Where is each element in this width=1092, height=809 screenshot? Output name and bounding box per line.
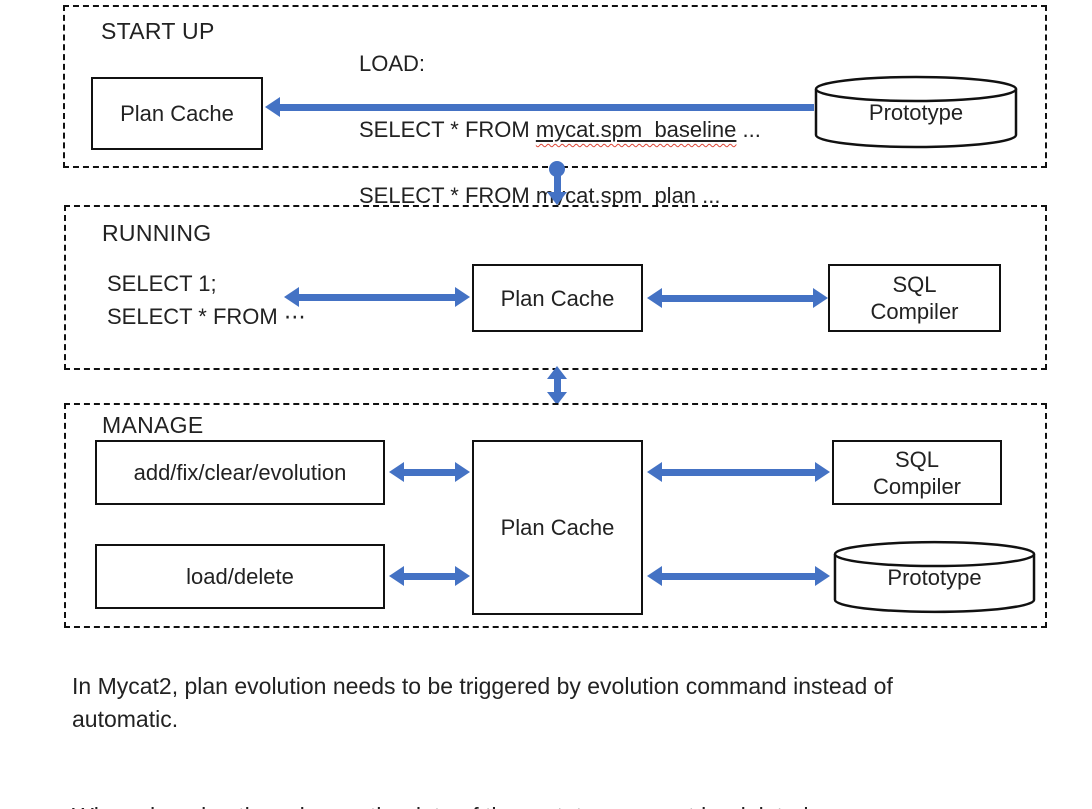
section-running: RUNNING SELECT 1; SELECT * FROM ⋯ Plan C… xyxy=(64,205,1047,370)
note-paragraph: In Mycat2, plan evolution needs to be tr… xyxy=(72,673,893,732)
plan-cache-box-startup: Plan Cache xyxy=(91,77,263,150)
connector-arrowhead-down xyxy=(547,192,567,205)
sql-compiler-box-running: SQL Compiler xyxy=(828,264,1001,332)
section-manage-title: MANAGE xyxy=(102,412,204,438)
prototype-cylinder-manage: Prototype xyxy=(832,539,1037,615)
arrow-prototype-to-plan-cache xyxy=(265,97,814,117)
cylinder-shape xyxy=(833,540,1036,614)
connector-dot xyxy=(549,161,565,177)
prototype-cylinder-startup: Prototype xyxy=(813,74,1019,150)
arrow-plan-cache-prototype-manage xyxy=(647,566,830,586)
note-paragraph: When changing the schema, the data of th… xyxy=(72,800,1062,809)
query-prefix: SELECT * FROM xyxy=(359,183,536,208)
arrow-plan-cache-sql-compiler-manage xyxy=(647,462,830,482)
connector-shaft-double xyxy=(554,377,561,394)
section-start-up-title: START UP xyxy=(101,18,215,44)
plan-cache-box-running: Plan Cache xyxy=(472,264,643,332)
connector-arrowhead-up xyxy=(547,366,567,379)
notes-block: In Mycat2, plan evolution needs to be tr… xyxy=(72,637,1062,809)
connector-shaft-down xyxy=(554,173,561,193)
section-running-title: RUNNING xyxy=(102,220,212,246)
load-query-block: LOAD: SELECT * FROM mycat.spm_baseline .… xyxy=(359,14,761,245)
plan-cache-box-manage: Plan Cache xyxy=(472,440,643,615)
query-prefix: SELECT * FROM xyxy=(359,117,536,142)
running-query-block: SELECT 1; SELECT * FROM ⋯ xyxy=(107,271,306,329)
sql-compiler-box-manage: SQL Compiler xyxy=(832,440,1002,505)
arrow-plan-cache-sql-compiler xyxy=(647,288,828,308)
connector-arrowhead-down xyxy=(547,392,567,405)
arrow-commands2-plan-cache xyxy=(389,566,470,586)
arrow-commands1-plan-cache xyxy=(389,462,470,482)
cylinder-shape xyxy=(814,75,1018,149)
command-box-add-fix-clear-evolution: add/fix/clear/evolution xyxy=(95,440,385,505)
section-start-up: START UP LOAD: SELECT * FROM mycat.spm_b… xyxy=(63,5,1047,208)
table-name-underlined: mycat.spm_baseline xyxy=(535,117,737,142)
query-suffix: ... xyxy=(736,117,761,142)
command-box-load-delete: load/delete xyxy=(95,544,385,609)
prototype-label: Prototype xyxy=(887,564,982,590)
prototype-label: Prototype xyxy=(868,99,964,125)
load-label: LOAD: xyxy=(359,51,426,76)
load-query-line: SELECT * FROM mycat.spm_baseline ... xyxy=(359,113,761,146)
arrow-queries-plan-cache xyxy=(284,287,470,307)
section-manage: MANAGE add/fix/clear/evolution load/dele… xyxy=(64,403,1047,628)
query-suffix: ... xyxy=(696,183,721,208)
